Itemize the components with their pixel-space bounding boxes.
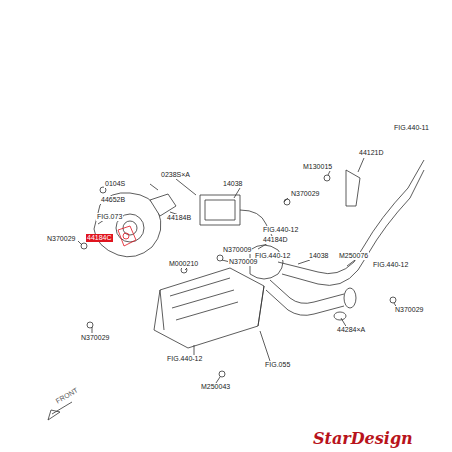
part-number: 0238S×A [160,171,191,179]
part-number: 0104S [104,180,126,188]
part-number: FIG.440-12 [262,226,299,234]
direction-label: FRONT [54,386,81,406]
part-number: 44184B [166,214,192,222]
part-number: M250043 [200,383,231,391]
part-number: 14038 [308,252,329,260]
part-number: FIG.440-12 [166,355,203,363]
part-number: M130015 [302,163,333,171]
part-number: FIG.440-11 [393,124,430,132]
part-number: M250076 [338,252,369,260]
part-number: FIG.055 [264,361,291,369]
part-number: N370029 [80,334,110,342]
part-number: N370029 [46,235,76,243]
part-number: 44652B [100,196,126,204]
part-number: N370009 [222,246,252,254]
part-number: N370029 [394,306,424,314]
logo-watermark: StarDesign [312,430,414,448]
part-number: FIG.440-12 [254,252,291,260]
part-number: N370009 [228,258,258,266]
part-number: N370029 [290,190,320,198]
part-number: FIG.073 [96,213,123,221]
part-number: 14038 [222,180,243,188]
part-number: 44284×A [336,326,366,334]
part-number: 44184C [86,234,113,242]
part-number: 44184D [262,236,289,244]
part-number: M000210 [168,260,199,268]
part-number: FIG.440-12 [372,261,409,269]
part-number: 44121D [358,149,385,157]
